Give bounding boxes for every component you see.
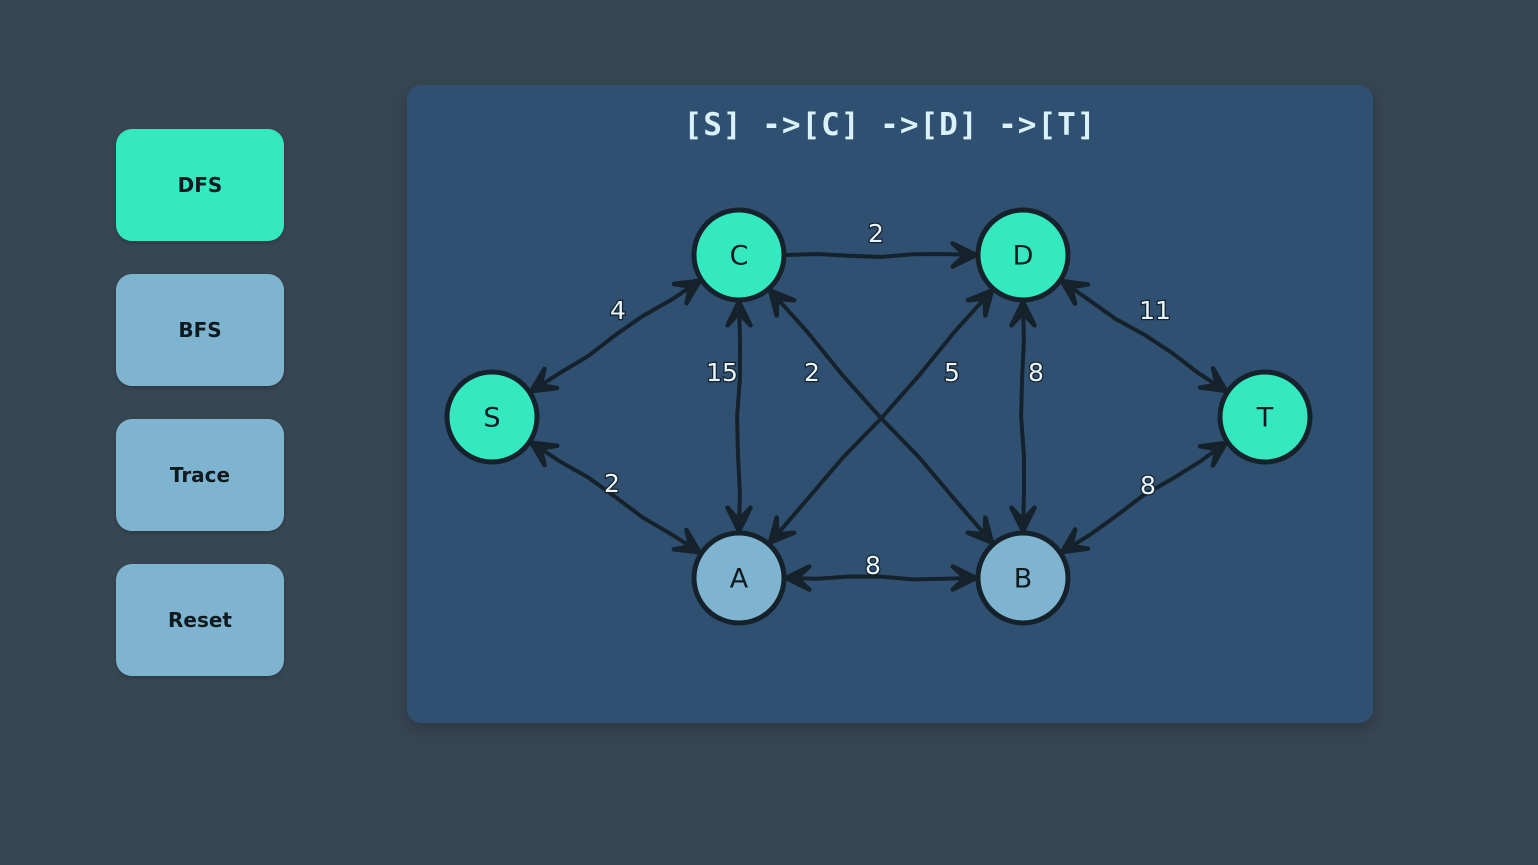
- node-circle[interactable]: [444, 369, 540, 465]
- arrow-head-to-a: [783, 564, 812, 592]
- arrow-head-to-d: [965, 288, 995, 318]
- edge-weight-label: 4: [610, 296, 626, 325]
- arrow-head-to-b: [965, 515, 995, 545]
- edge-line: [768, 288, 994, 545]
- arrow-head-to-s: [529, 366, 560, 394]
- arrow-head-to-d: [1009, 299, 1037, 328]
- page-title: [S] ->[C] ->[D] ->[T]: [683, 107, 1097, 143]
- edge-weight-label: 5: [944, 358, 960, 387]
- edge-d-b: [1009, 299, 1037, 534]
- edge-weight-label: 2: [804, 358, 820, 387]
- edge-d-a: [767, 288, 995, 545]
- graph-node-b[interactable]: B: [975, 530, 1071, 626]
- node-circle[interactable]: [1217, 369, 1313, 465]
- button-label: Reset: [168, 608, 232, 632]
- node-circle[interactable]: [975, 530, 1071, 626]
- edge-line: [784, 574, 978, 582]
- arrow-head-to-b: [950, 564, 979, 592]
- arrow-head-to-c: [725, 299, 753, 328]
- node-circle[interactable]: [975, 207, 1071, 303]
- node-label: S: [483, 403, 500, 434]
- arrow-head-to-b: [1009, 505, 1037, 534]
- trace-button[interactable]: Trace: [116, 419, 284, 531]
- node-label: C: [730, 241, 749, 272]
- button-label: Trace: [169, 463, 231, 487]
- edge-weight-label: 2: [604, 469, 620, 498]
- graph-node-a[interactable]: A: [691, 530, 787, 626]
- edge-line: [529, 278, 702, 394]
- node-circle[interactable]: [691, 207, 787, 303]
- edge-line: [1060, 279, 1228, 393]
- edge-s-c: [529, 278, 702, 394]
- arrow-head-to-d: [950, 241, 979, 269]
- edge-weight-label: 8: [865, 551, 881, 580]
- arrow-head-to-d: [1059, 278, 1091, 306]
- edge-weight-label: 2: [868, 219, 884, 248]
- graph-node-c[interactable]: C: [691, 207, 787, 303]
- arrow-head-to-t: [1197, 366, 1229, 394]
- graph-node-d[interactable]: D: [975, 207, 1071, 303]
- edge-c-a: [725, 299, 753, 534]
- graph-node-t[interactable]: T: [1217, 369, 1313, 465]
- arrow-head-to-c: [671, 278, 702, 306]
- reset-button[interactable]: Reset: [116, 564, 284, 676]
- edge-line: [735, 300, 743, 533]
- edge-weight-label: 8: [1140, 471, 1156, 500]
- node-circle[interactable]: [691, 530, 787, 626]
- edge-a-b: [783, 564, 979, 592]
- node-label: A: [730, 564, 749, 595]
- node-label: T: [1256, 403, 1274, 434]
- edge-c-d: [784, 241, 979, 269]
- node-label: D: [1013, 241, 1034, 272]
- bfs-button[interactable]: BFS: [116, 274, 284, 386]
- edge-line: [784, 251, 978, 260]
- node-label: B: [1014, 564, 1033, 595]
- arrow-head-to-b: [1059, 527, 1091, 555]
- edge-d-t: [1059, 278, 1229, 394]
- button-label: BFS: [178, 318, 222, 342]
- arrow-head-to-s: [529, 440, 560, 468]
- edge-b-t: [1059, 440, 1229, 555]
- dfs-button[interactable]: DFS: [116, 129, 284, 241]
- edge-line: [1060, 441, 1228, 554]
- edge-weight-label: 15: [706, 358, 738, 387]
- edge-line: [529, 440, 702, 555]
- arrow-head-to-a: [767, 515, 797, 545]
- edge-s-a: [529, 440, 702, 555]
- edge-weight-label: 11: [1139, 296, 1171, 325]
- edge-line: [1019, 300, 1027, 533]
- arrow-head-to-a: [725, 505, 753, 534]
- graph-node-s[interactable]: S: [444, 369, 540, 465]
- arrow-head-to-c: [767, 288, 797, 318]
- edge-weight-label: 8: [1028, 358, 1044, 387]
- button-label: DFS: [177, 173, 223, 197]
- arrow-head-to-t: [1197, 440, 1229, 468]
- arrow-head-to-a: [671, 527, 702, 555]
